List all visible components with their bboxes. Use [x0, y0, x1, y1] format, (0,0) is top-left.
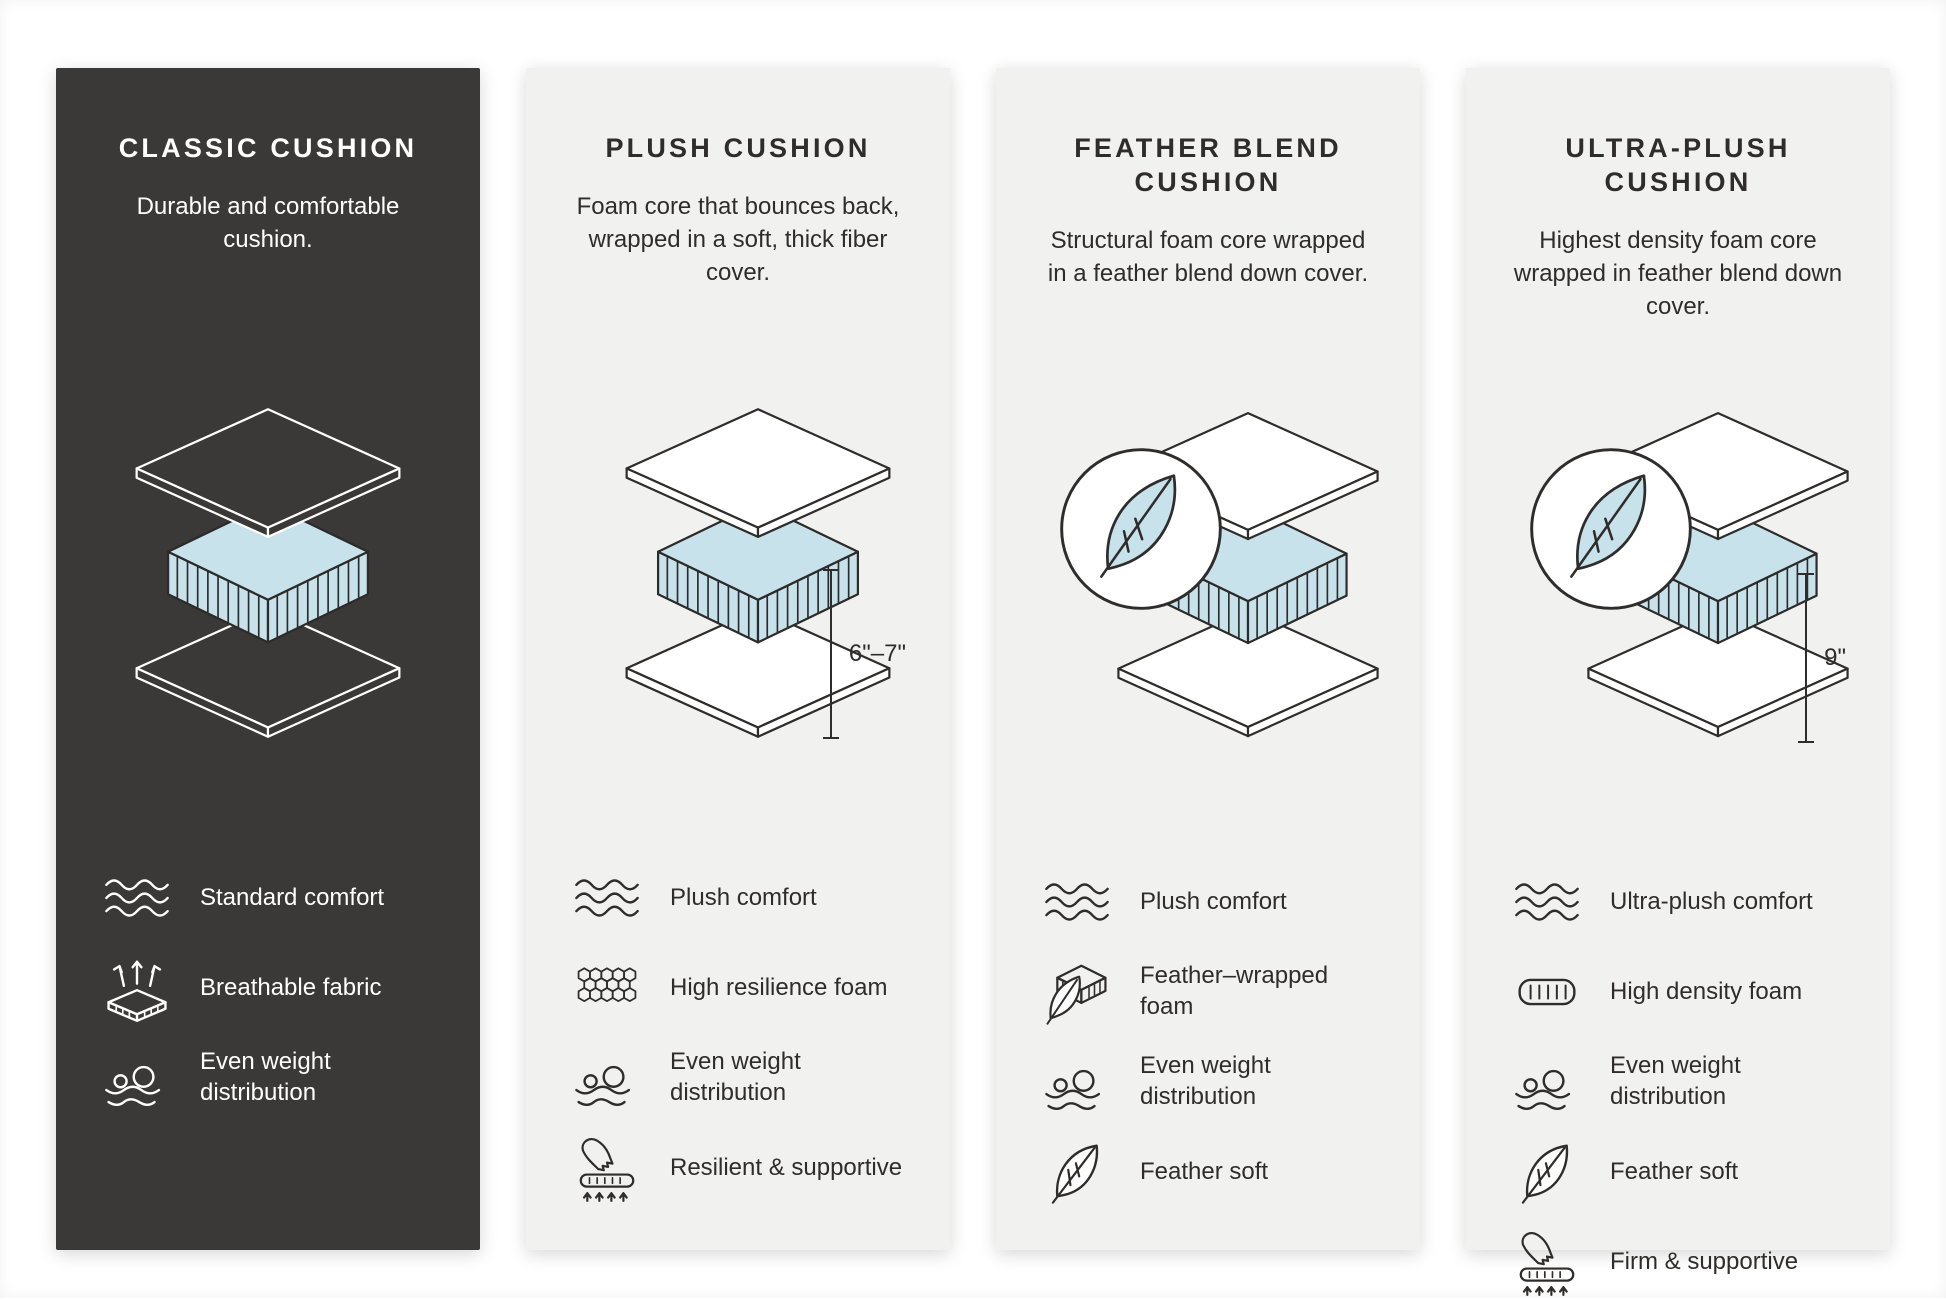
- feature-label: Ultra-plush comfort: [1610, 887, 1813, 915]
- waves-icon: [1040, 867, 1114, 937]
- density-foam-icon: [1510, 957, 1584, 1027]
- feature-item: Feather soft: [1510, 1134, 1846, 1210]
- feature-item: Standard comfort: [100, 860, 436, 936]
- feature-label: Even weight distribution: [1610, 1052, 1741, 1110]
- support-icon: [570, 1133, 644, 1203]
- weight-icon: [570, 1043, 644, 1113]
- waves-icon: [100, 863, 174, 933]
- feature-item: Even weight distribution: [570, 1040, 906, 1116]
- panel-description: Highest density foam core wrapped in fea…: [1513, 226, 1843, 320]
- feature-label: Resilient & supportive: [670, 1153, 903, 1181]
- weight-icon: [1040, 1047, 1114, 1117]
- feature-item: Feather–wrapped foam: [1040, 954, 1376, 1030]
- feather-foam-icon: [1040, 957, 1114, 1027]
- weight-icon: [100, 1043, 174, 1113]
- measure-label: 6"–7": [848, 640, 906, 667]
- panel-description: Structural foam core wrapped in a feathe…: [1047, 226, 1369, 287]
- panel-feather-blend-cushion: FEATHER BLEND CUSHION Structural foam co…: [996, 68, 1420, 1250]
- feature-label: Firm & supportive: [1610, 1247, 1799, 1275]
- feature-label: High resilience foam: [670, 973, 888, 1001]
- feature-label: High density foam: [1610, 977, 1803, 1005]
- panel-plush-cushion: PLUSH CUSHION Foam core that bounces bac…: [526, 68, 950, 1250]
- feature-label: Plush comfort: [1140, 887, 1287, 915]
- feature-label: Standard comfort: [200, 883, 385, 911]
- cushion-layers-illustration: [120, 400, 416, 742]
- panel-header: CLASSIC CUSHION Durable and comfortable …: [100, 68, 436, 308]
- panel-description: Durable and comfortable cushion.: [136, 192, 400, 253]
- feature-item: Ultra-plush comfort: [1510, 864, 1846, 940]
- panel-ultra-plush-cushion: ULTRA-PLUSH CUSHION Highest density foam…: [1466, 68, 1890, 1250]
- height-measure: 9": [1797, 572, 1846, 744]
- cushion-diagram: 6"–7": [570, 400, 906, 860]
- feature-item: Even weight distribution: [1510, 1044, 1846, 1120]
- feature-item: Even weight distribution: [100, 1040, 436, 1116]
- feature-item: Plush comfort: [1040, 864, 1376, 940]
- feature-label: Feather–wrapped foam: [1140, 962, 1329, 1020]
- honeycomb-icon: [570, 953, 644, 1023]
- feature-label: Feather soft: [1140, 1157, 1269, 1185]
- feature-item: Firm & supportive: [1510, 1224, 1846, 1300]
- measure-line-icon: [1798, 573, 1815, 743]
- feature-list: Standard comfort Breathable fabric Even …: [100, 860, 436, 1116]
- waves-icon: [1510, 867, 1584, 937]
- feature-item: Feather soft: [1040, 1134, 1376, 1210]
- panel-title: FEATHER BLEND CUSHION: [1074, 133, 1342, 197]
- measure-label: 9": [1824, 644, 1846, 671]
- feather-icon: [1510, 1137, 1584, 1207]
- panel-classic-cushion: CLASSIC CUSHION Durable and comfortable …: [56, 68, 480, 1250]
- feather-badge-icon: [1056, 444, 1226, 614]
- cushion-diagram: [100, 400, 436, 860]
- feature-item: High resilience foam: [570, 950, 906, 1026]
- feature-item: Resilient & supportive: [570, 1130, 906, 1206]
- feature-label: Even weight distribution: [670, 1048, 801, 1106]
- feature-item: High density foam: [1510, 954, 1846, 1030]
- panel-title: CLASSIC CUSHION: [118, 133, 418, 163]
- feature-list: Ultra-plush comfort High density foam Ev…: [1510, 864, 1846, 1300]
- feature-item: Breathable fabric: [100, 950, 436, 1026]
- waves-icon: [570, 863, 644, 933]
- feather-badge-icon: [1526, 444, 1696, 614]
- feature-label: Feather soft: [1610, 1157, 1739, 1185]
- panel-header: ULTRA-PLUSH CUSHION Highest density foam…: [1510, 68, 1846, 320]
- weight-icon: [1510, 1047, 1584, 1117]
- breathable-icon: [100, 953, 174, 1023]
- feature-label: Breathable fabric: [200, 973, 382, 1001]
- support-icon: [1510, 1227, 1584, 1297]
- panel-description: Foam core that bounces back, wrapped in …: [576, 192, 900, 286]
- measure-line-icon: [822, 569, 839, 739]
- panel-header: FEATHER BLEND CUSHION Structural foam co…: [1040, 68, 1376, 308]
- feature-list: Plush comfort High resilience foam Even …: [570, 860, 906, 1206]
- cushion-diagram: [1040, 404, 1376, 864]
- panel-title: PLUSH CUSHION: [605, 133, 871, 163]
- cushion-diagram: 9": [1510, 404, 1846, 864]
- feature-label: Plush comfort: [670, 883, 817, 911]
- feature-item: Plush comfort: [570, 860, 906, 936]
- feature-item: Even weight distribution: [1040, 1044, 1376, 1120]
- feather-icon: [1040, 1137, 1114, 1207]
- feature-label: Even weight distribution: [200, 1048, 331, 1106]
- panel-title: ULTRA-PLUSH CUSHION: [1565, 133, 1791, 197]
- height-measure: 6"–7": [822, 568, 906, 740]
- feature-label: Even weight distribution: [1140, 1052, 1271, 1110]
- feature-list: Plush comfort Feather–wrapped foam Even …: [1040, 864, 1376, 1210]
- panel-header: PLUSH CUSHION Foam core that bounces bac…: [570, 68, 906, 308]
